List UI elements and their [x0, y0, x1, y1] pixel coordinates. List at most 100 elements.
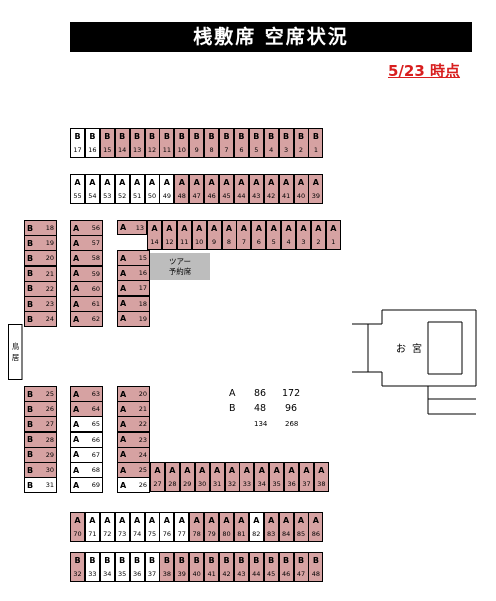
seat-a-18[interactable]: A18 — [117, 295, 150, 312]
seat-a-3[interactable]: A3 — [296, 220, 311, 250]
seat-b-8[interactable]: B8 — [204, 128, 220, 158]
seat-b-17[interactable]: B17 — [70, 128, 85, 158]
seat-a-17[interactable]: A17 — [117, 280, 150, 297]
seat-b-45[interactable]: B45 — [263, 552, 279, 582]
seat-a-39[interactable]: A39 — [308, 174, 324, 204]
seat-a-65[interactable]: A65 — [70, 416, 103, 433]
seat-a-31[interactable]: A31 — [209, 462, 225, 492]
seat-a-19[interactable]: A19 — [117, 310, 150, 327]
seat-a-52[interactable]: A52 — [114, 174, 130, 204]
seat-a-16[interactable]: A16 — [117, 265, 150, 282]
seat-a-72[interactable]: A72 — [99, 512, 115, 542]
seat-a-15[interactable]: A15 — [117, 250, 150, 266]
seat-a-75[interactable]: A75 — [144, 512, 160, 542]
seat-a-8[interactable]: A8 — [221, 220, 237, 250]
seat-b-27[interactable]: B27 — [24, 416, 57, 433]
seat-b-22[interactable]: B22 — [24, 280, 57, 297]
seat-b-11[interactable]: B11 — [159, 128, 175, 158]
seat-a-78[interactable]: A78 — [189, 512, 205, 542]
seat-b-9[interactable]: B9 — [189, 128, 205, 158]
seat-b-40[interactable]: B40 — [189, 552, 205, 582]
seat-b-44[interactable]: B44 — [248, 552, 264, 582]
seat-b-30[interactable]: B30 — [24, 462, 57, 478]
seat-a-25[interactable]: A25 — [117, 462, 150, 478]
seat-a-34[interactable]: A34 — [254, 462, 270, 492]
seat-a-7[interactable]: A7 — [236, 220, 252, 250]
seat-b-38[interactable]: B38 — [159, 552, 175, 582]
seat-a-69[interactable]: A69 — [70, 477, 103, 494]
seat-b-19[interactable]: B19 — [24, 235, 57, 252]
seat-a-77[interactable]: A77 — [174, 512, 190, 542]
seat-b-16[interactable]: B16 — [84, 128, 100, 158]
seat-a-86[interactable]: A86 — [308, 512, 324, 542]
seat-a-66[interactable]: A66 — [70, 431, 103, 448]
seat-a-79[interactable]: A79 — [204, 512, 220, 542]
seat-a-46[interactable]: A46 — [204, 174, 220, 204]
seat-b-5[interactable]: B5 — [248, 128, 264, 158]
seat-a-59[interactable]: A59 — [70, 265, 103, 282]
seat-a-44[interactable]: A44 — [233, 174, 249, 204]
seat-a-81[interactable]: A81 — [233, 512, 249, 542]
seat-a-74[interactable]: A74 — [129, 512, 145, 542]
seat-b-26[interactable]: B26 — [24, 401, 57, 418]
seat-b-39[interactable]: B39 — [174, 552, 190, 582]
seat-b-15[interactable]: B15 — [99, 128, 115, 158]
seat-b-13[interactable]: B13 — [129, 128, 145, 158]
seat-a-63[interactable]: A63 — [70, 386, 103, 402]
seat-a-43[interactable]: A43 — [248, 174, 264, 204]
seat-a-50[interactable]: A50 — [144, 174, 160, 204]
seat-a-51[interactable]: A51 — [129, 174, 145, 204]
seat-a-12[interactable]: A12 — [161, 220, 177, 250]
seat-b-48[interactable]: B48 — [308, 552, 324, 582]
seat-a-80[interactable]: A80 — [219, 512, 234, 542]
seat-a-83[interactable]: A83 — [263, 512, 279, 542]
seat-a-36[interactable]: A36 — [284, 462, 300, 492]
seat-b-14[interactable]: B14 — [114, 128, 130, 158]
seat-a-48[interactable]: A48 — [174, 174, 190, 204]
seat-a-6[interactable]: A6 — [251, 220, 267, 250]
seat-a-67[interactable]: A67 — [70, 446, 103, 463]
seat-a-20[interactable]: A20 — [117, 386, 150, 402]
seat-a-11[interactable]: A11 — [176, 220, 192, 250]
seat-a-55[interactable]: A55 — [70, 174, 85, 204]
seat-a-58[interactable]: A58 — [70, 250, 103, 267]
seat-b-21[interactable]: B21 — [24, 265, 57, 282]
seat-a-71[interactable]: A71 — [84, 512, 100, 542]
seat-a-56[interactable]: A56 — [70, 220, 103, 236]
seat-b-10[interactable]: B10 — [174, 128, 190, 158]
seat-a-82[interactable]: A82 — [248, 512, 264, 542]
seat-a-49[interactable]: A49 — [159, 174, 175, 204]
seat-a-24[interactable]: A24 — [117, 446, 150, 463]
seat-b-37[interactable]: B37 — [144, 552, 160, 582]
seat-a-45[interactable]: A45 — [219, 174, 234, 204]
seat-a-21[interactable]: A21 — [117, 401, 150, 418]
seat-b-42[interactable]: B42 — [219, 552, 234, 582]
seat-a-4[interactable]: A4 — [281, 220, 297, 250]
seat-a-64[interactable]: A64 — [70, 401, 103, 418]
seat-a-53[interactable]: A53 — [99, 174, 115, 204]
seat-b-2[interactable]: B2 — [293, 128, 309, 158]
seat-a-42[interactable]: A42 — [263, 174, 279, 204]
seat-a-32[interactable]: A32 — [224, 462, 240, 492]
seat-a-84[interactable]: A84 — [278, 512, 294, 542]
seat-a-37[interactable]: A37 — [299, 462, 314, 492]
seat-b-32[interactable]: B32 — [70, 552, 85, 582]
seat-a-9[interactable]: A9 — [206, 220, 222, 250]
seat-b-35[interactable]: B35 — [114, 552, 130, 582]
seat-b-23[interactable]: B23 — [24, 296, 57, 312]
seat-a-29[interactable]: A29 — [179, 462, 195, 492]
seat-a-26[interactable]: A26 — [117, 477, 150, 494]
seat-b-41[interactable]: B41 — [204, 552, 220, 582]
seat-a-35[interactable]: A35 — [269, 462, 285, 492]
seat-a-1[interactable]: A1 — [325, 220, 341, 250]
seat-a-57[interactable]: A57 — [70, 235, 103, 252]
seat-a-61[interactable]: A61 — [70, 296, 103, 312]
seat-b-31[interactable]: B31 — [24, 477, 57, 494]
seat-a-85[interactable]: A85 — [293, 512, 309, 542]
seat-b-46[interactable]: B46 — [278, 552, 294, 582]
seat-a-30[interactable]: A30 — [194, 462, 210, 492]
seat-b-29[interactable]: B29 — [24, 446, 57, 463]
seat-b-36[interactable]: B36 — [129, 552, 145, 582]
seat-a-5[interactable]: A5 — [266, 220, 282, 250]
seat-a-54[interactable]: A54 — [84, 174, 100, 204]
